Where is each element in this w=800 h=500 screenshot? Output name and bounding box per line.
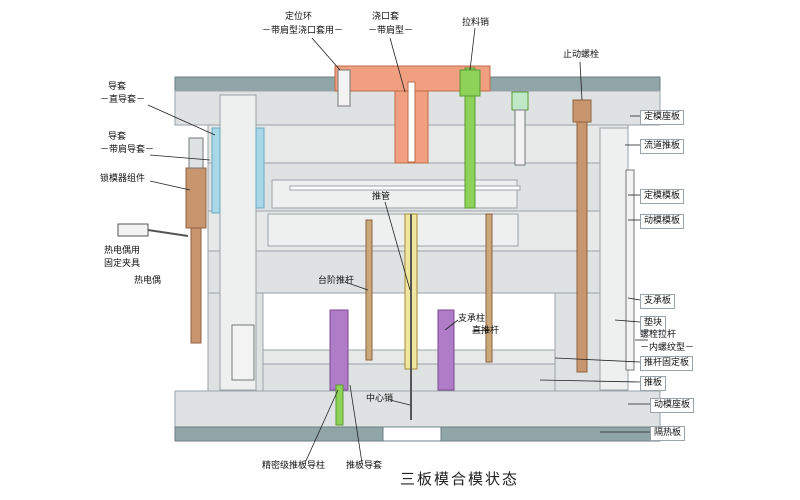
- figure-caption: 三板模合模状态: [400, 470, 520, 488]
- label-ejector-guide-bush: 推板导套: [346, 461, 383, 471]
- bolt-green-shaft: [514, 109, 526, 166]
- label-sprue-puller: 拉料销: [462, 18, 490, 28]
- bolt-green-head: [511, 91, 529, 111]
- label-moving-clamp-plate: 动模座板: [650, 398, 695, 413]
- label-sprue-bushing: 浇口套: [372, 12, 400, 22]
- label-support-pillar: 支承柱: [458, 314, 486, 324]
- label-locating-ring: 定位环: [285, 12, 313, 22]
- label-stepped-pin: 台阶推杆: [318, 276, 355, 286]
- moving-clamp-plate: [174, 390, 661, 428]
- stop-bolt-shaft: [576, 121, 588, 373]
- support-plate: [207, 250, 629, 294]
- label-spacer-block: 垫块: [640, 316, 667, 331]
- cavity-insert: [271, 179, 518, 209]
- label-ejector-retainer: 推杆固定板: [640, 356, 694, 371]
- return-bolt-left: [231, 324, 255, 381]
- thermocouple-wire: [147, 229, 189, 237]
- support-pillar-left: [329, 309, 349, 391]
- label-screw-puller: 螺栓拉杆: [640, 330, 677, 340]
- label-straight-pin: 直推杆: [472, 326, 500, 336]
- label-guide-bush-straight-sub: －直导套－: [100, 95, 146, 105]
- knockout-hole: [382, 426, 442, 442]
- runner-channel: [289, 185, 521, 191]
- label-guide-bush-shoulder-sub: －带肩导套－: [100, 145, 155, 155]
- label-center-pin: 中心销: [366, 394, 394, 404]
- label-mold-lock: 锁模器组件: [100, 174, 146, 184]
- sprue-channel: [407, 81, 416, 163]
- label-support-plate: 支承板: [640, 294, 676, 309]
- stop-bolt-head: [572, 99, 592, 123]
- label-precision-guide: 精密级推板导柱: [262, 461, 326, 471]
- stepped-ejector-pin: [365, 219, 373, 361]
- label-fixed-plate: 定模模板: [640, 189, 685, 204]
- label-screw-puller-sub: －内螺纹型－: [640, 343, 695, 353]
- label-fixed-clamp-plate: 定模座板: [640, 110, 685, 125]
- label-moving-plate: 动模模板: [640, 214, 685, 229]
- label-thermocouple: 热电偶: [134, 276, 162, 286]
- guide-bush-straight: [255, 127, 265, 209]
- locating-bolt-left: [337, 69, 351, 107]
- label-stripper-plate: 流道推板: [640, 139, 685, 154]
- precision-guide-pillar: [335, 384, 344, 426]
- label-tc-clamp: 热电偶用: [104, 246, 141, 256]
- guide-bush-shoulder: [211, 127, 221, 214]
- screw-puller-rod: [625, 169, 635, 371]
- mold-lock-rod: [190, 227, 202, 344]
- leader-lines: [147, 27, 650, 464]
- guide-pillar-right: [599, 127, 629, 391]
- sprue-puller-head: [459, 69, 481, 97]
- label-insulation-plate: 隔热板: [650, 426, 686, 441]
- support-pillar-right: [437, 309, 455, 391]
- label-guide-bush-shoulder: 导套: [108, 132, 127, 142]
- label-tc-clamp-2: 固定夹具: [104, 259, 141, 269]
- label-sprue-bushing-sub: －带肩型－: [368, 26, 414, 36]
- mold-lock-head: [188, 137, 204, 169]
- thermocouple-clamp: [117, 223, 149, 237]
- straight-ejector-pin: [485, 213, 493, 363]
- label-guide-bush-straight: 导套: [108, 82, 127, 92]
- label-push-tube: 推管: [372, 192, 391, 202]
- label-locating-ring-sub: －带肩型浇口套用－: [262, 26, 344, 36]
- label-ejector-plate: 推板: [640, 376, 667, 391]
- label-stop-bolt: 止动螺栓: [563, 50, 600, 60]
- mold-lock-block: [185, 167, 207, 229]
